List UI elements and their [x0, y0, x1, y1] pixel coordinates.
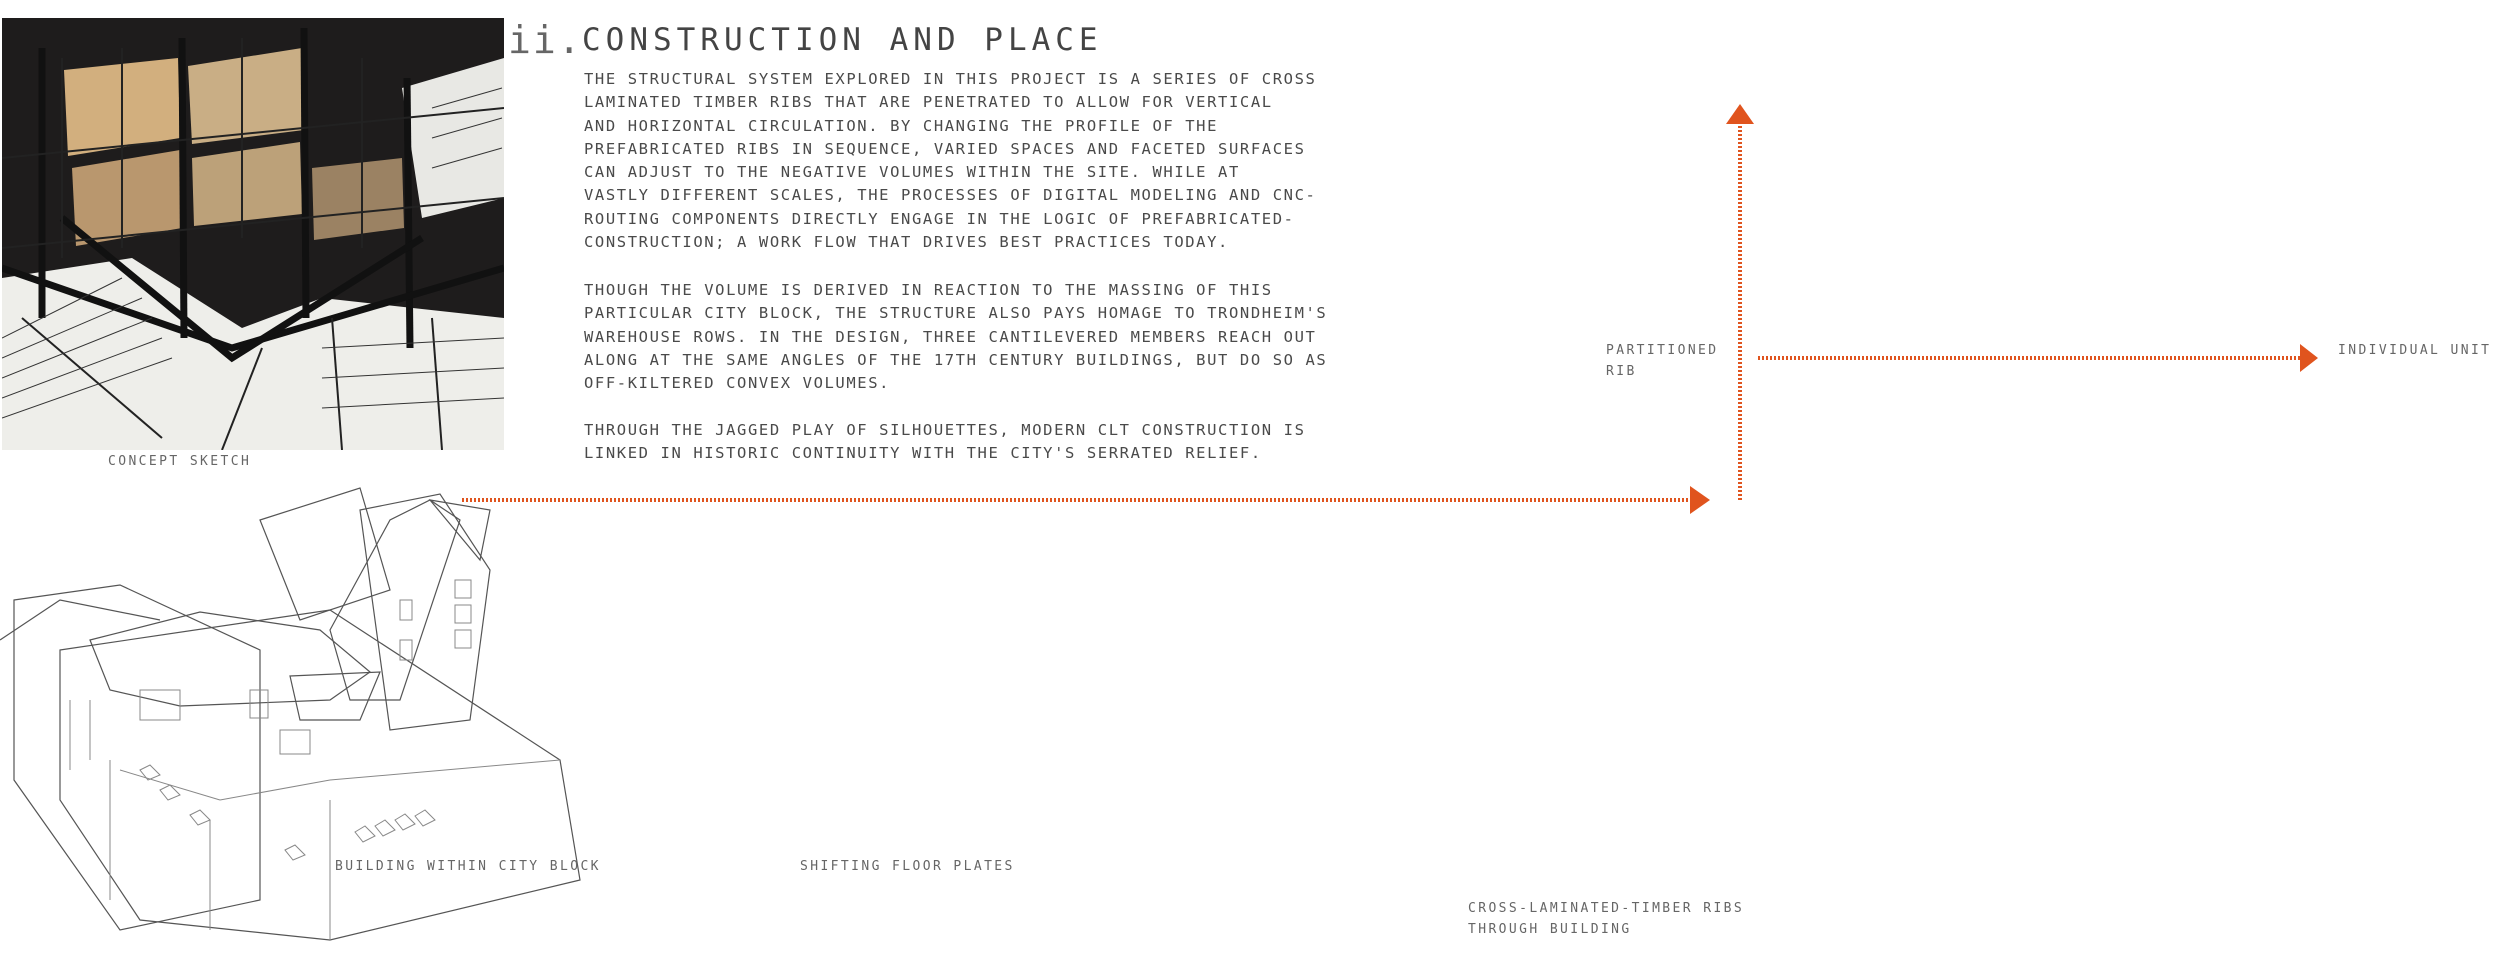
caption-concept-sketch: CONCEPT SKETCH — [108, 454, 252, 469]
flow-arrow-vertical — [1726, 104, 1754, 500]
flow-arrow-horizontal-1 — [462, 486, 1710, 514]
section-number: ii. — [508, 18, 583, 62]
caption-individual-unit: INDIVIDUAL UNIT — [2338, 343, 2492, 358]
caption-clt-ribs: CROSS-LAMINATED-TIMBER RIBS THROUGH BUIL… — [1468, 901, 1745, 937]
flow-arrow-horizontal-2 — [1758, 344, 2318, 372]
paragraph-volume: THOUGH THE VOLUME IS DERIVED IN REACTION… — [584, 281, 1328, 393]
page-title: CONSTRUCTION AND PLACE — [582, 22, 1103, 58]
paragraph-structure: THE STRUCTURAL SYSTEM EXPLORED IN THIS P… — [584, 70, 1317, 252]
caption-partitioned-rib: PARTITIONED RIB — [1606, 343, 1719, 379]
building-city-block-drawing — [0, 487, 581, 941]
caption-building-city-block: BUILDING WITHIN CITY BLOCK — [335, 859, 601, 874]
paragraph-silhouettes: THROUGH THE JAGGED PLAY OF SILHOUETTES, … — [584, 421, 1306, 463]
caption-floor-plates: SHIFTING FLOOR PLATES — [800, 859, 1015, 874]
concept-sketch-image — [2, 18, 504, 450]
